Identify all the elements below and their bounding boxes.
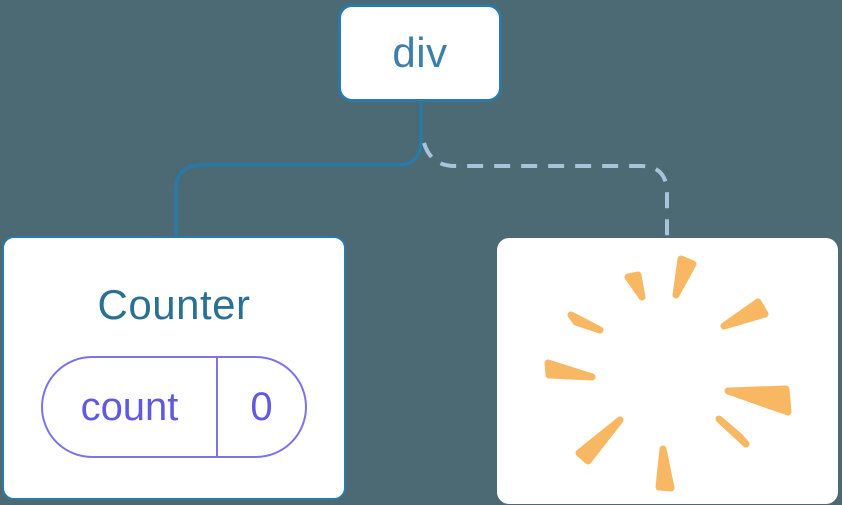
connector-solid-left	[174, 102, 423, 239]
starburst-icon	[544, 255, 792, 492]
root-node: div	[338, 4, 502, 102]
connector-dashed-right	[422, 142, 669, 238]
state-pill: count 0	[41, 356, 307, 458]
root-node-label: div	[392, 29, 448, 76]
destroyed-node	[497, 238, 838, 504]
counter-title: Counter	[97, 281, 251, 328]
state-value-label: 0	[250, 384, 273, 429]
state-key-label: count	[43, 358, 218, 456]
counter-node: Counter count 0	[2, 236, 346, 500]
